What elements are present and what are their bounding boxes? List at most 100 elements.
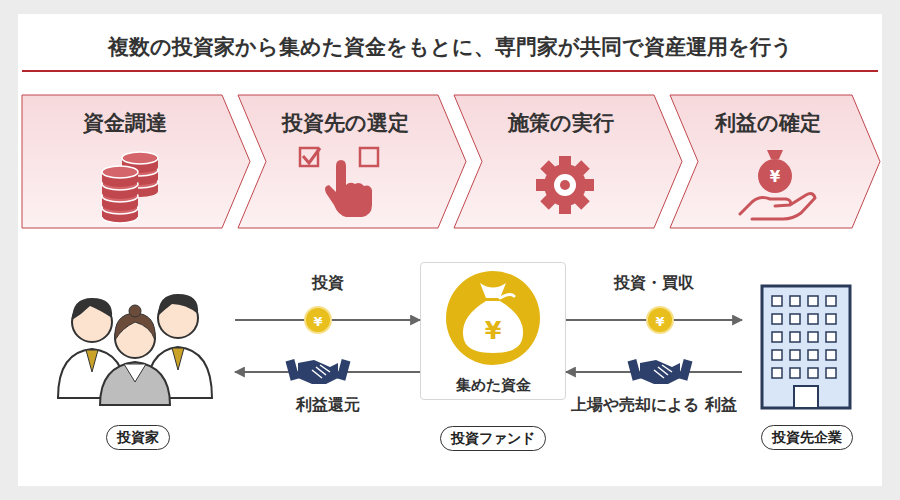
coin-icon xyxy=(305,307,673,333)
arrow-label: 投資・買収 xyxy=(569,267,739,299)
coins-icon-part xyxy=(122,164,158,176)
building-icon-part xyxy=(772,314,782,324)
chevron-shape xyxy=(454,95,682,228)
coins-icon-part xyxy=(102,187,138,199)
chevron-shape xyxy=(670,95,880,228)
coins-icon-part xyxy=(102,202,138,214)
coins-icon-part xyxy=(122,161,158,173)
building-icon-part xyxy=(808,368,818,378)
handshake-icon-part-part xyxy=(628,359,642,381)
gear-icon-part-part xyxy=(573,193,590,210)
investors-icon-part xyxy=(86,350,98,372)
gear-icon-part-part xyxy=(536,179,548,191)
gear-icon-part-part xyxy=(573,160,590,177)
arrow-label: 投資 xyxy=(243,267,413,299)
step-label: 投資先の選定 xyxy=(252,109,438,137)
coins-icon-part xyxy=(122,173,158,185)
gear-icon-part-part xyxy=(582,179,594,191)
coin-icon-part xyxy=(305,307,331,333)
select-icon-part xyxy=(300,148,318,166)
coins-icon-part xyxy=(102,166,138,178)
coins-icon-part xyxy=(122,152,158,164)
gear-icon-part-part xyxy=(559,156,571,168)
building-icon-part xyxy=(790,350,800,360)
step-label: 利益の確定 xyxy=(684,109,852,137)
fund-caption: 集めた資金 xyxy=(421,375,565,395)
investors-icon xyxy=(58,294,212,405)
building-icon-part xyxy=(790,314,800,324)
coins-icon-part xyxy=(102,175,138,187)
profit-icon-part xyxy=(767,150,783,159)
step-chevron: 施策の実行 xyxy=(454,95,682,228)
gear-icon-part xyxy=(536,156,594,214)
coins-icon-part xyxy=(122,170,158,179)
coins-icon-part xyxy=(102,172,138,181)
building-icon-part xyxy=(772,296,782,306)
gear-icon xyxy=(536,156,594,214)
coins-icon-part xyxy=(102,178,138,190)
building-icon-part xyxy=(772,332,782,342)
coin-icon-part xyxy=(647,307,673,333)
building-icon-part xyxy=(790,368,800,378)
handshake-icon-part-part xyxy=(654,365,672,378)
profit-icon-part xyxy=(740,194,815,219)
arrow-label: 利益還元 xyxy=(243,389,413,421)
coins-icon-part xyxy=(102,190,138,202)
gear-icon-part-part xyxy=(559,202,571,214)
building-icon-part xyxy=(808,350,818,360)
investors-icon-part xyxy=(115,313,155,340)
investors-icon-part xyxy=(158,298,198,338)
investors-icon-part xyxy=(129,305,141,317)
handshake-icon xyxy=(286,359,693,384)
fund-bag-icon xyxy=(446,271,540,365)
fund-bag-icon-part xyxy=(500,294,514,298)
gear-icon-part-part xyxy=(544,164,586,206)
gear-icon-part-part xyxy=(554,174,576,196)
building-icon-part xyxy=(826,368,836,378)
investors-icon-part xyxy=(146,347,212,398)
building-icon-part xyxy=(772,350,782,360)
building-icon-part xyxy=(790,296,800,306)
building-icon-part xyxy=(794,386,818,408)
coins-icon-part xyxy=(122,176,158,188)
handshake-icon-part xyxy=(628,359,693,384)
actor-node: 投資先企業 xyxy=(742,280,872,455)
profit-icon xyxy=(740,150,815,219)
gear-icon-part-part xyxy=(540,193,557,210)
coins-icon-part xyxy=(122,185,158,197)
handshake-icon-part-part xyxy=(337,359,351,381)
investors-icon-part xyxy=(172,348,184,370)
coins-icon-part xyxy=(102,208,138,217)
flow-arrow xyxy=(566,319,742,321)
handshake-icon-part-part xyxy=(312,365,330,378)
handshake-icon-part xyxy=(286,359,351,384)
coins-icon-part xyxy=(102,184,138,193)
handshake-icon-part-part xyxy=(679,359,693,381)
actor-node: 投資家 xyxy=(40,280,235,455)
coins-icon xyxy=(102,152,158,223)
arrow-label: 上場や売却による 利益 xyxy=(569,389,739,421)
building-icon-part xyxy=(826,350,836,360)
step-chevron: 投資先の選定 xyxy=(238,95,466,228)
name-pill: 投資先企業 xyxy=(761,425,853,450)
step-label: 施策の実行 xyxy=(468,109,654,137)
name-pill: 投資家 xyxy=(106,425,170,450)
investors-icon-part xyxy=(72,298,112,320)
flow-arrow xyxy=(235,371,420,373)
handshake-icon-part-part xyxy=(298,360,338,384)
building-icon-part xyxy=(790,332,800,342)
building-icon-part xyxy=(772,368,782,378)
building-icon-part xyxy=(762,286,850,408)
investors-icon-part xyxy=(158,294,198,316)
fund-bag-icon-part xyxy=(463,301,523,353)
fund-box: 集めた資金投資ファンド xyxy=(420,262,566,400)
coins-icon-part xyxy=(102,199,138,211)
handshake-icon-part-part xyxy=(640,360,680,384)
select-icon-part xyxy=(325,160,372,217)
step-label: 資金調達 xyxy=(22,109,228,137)
fund-bag-icon-part xyxy=(446,271,540,365)
coins-icon-part xyxy=(102,196,138,205)
